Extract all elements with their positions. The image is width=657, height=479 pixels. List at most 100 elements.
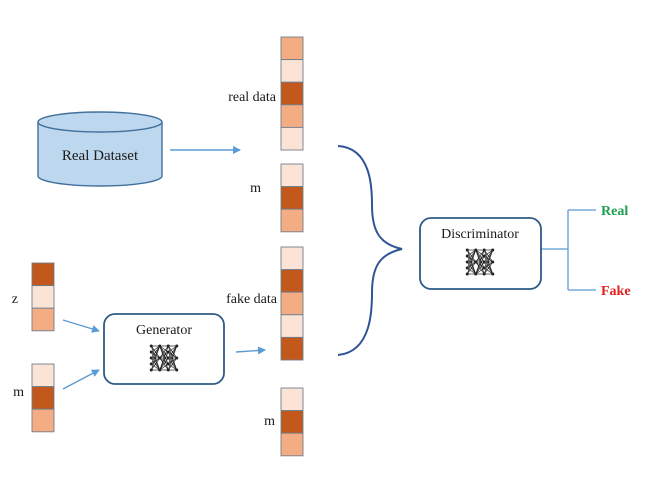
- nn-node: [465, 266, 469, 270]
- nn-edge: [150, 345, 161, 359]
- nn-node: [482, 272, 486, 276]
- real-output-label: Real: [601, 204, 628, 219]
- nn-edge: [475, 261, 485, 275]
- nn-node: [482, 266, 486, 270]
- nn-edge: [475, 255, 485, 263]
- vector-cell: [280, 246, 304, 271]
- nn-edge: [159, 351, 169, 371]
- nn-edge: [151, 357, 160, 365]
- vector-cell: [280, 432, 304, 457]
- nn-edge: [484, 261, 493, 269]
- vector-cell: [280, 269, 304, 293]
- vector-cell: [31, 408, 55, 433]
- vector-cell: [280, 314, 304, 338]
- nn-edge: [484, 249, 493, 257]
- vector-cell: [280, 186, 304, 210]
- nn-edge: [151, 345, 160, 353]
- fake-output-label: Fake: [601, 284, 631, 299]
- nn-node: [474, 272, 478, 276]
- arrows: [62, 146, 266, 390]
- discriminator-label: Discriminator: [441, 227, 519, 242]
- m-input-vector: [31, 363, 55, 433]
- nn-node: [175, 368, 179, 372]
- nn-edge: [466, 249, 477, 263]
- discriminator-network-icon: [465, 248, 495, 276]
- left-merge-brace: [337, 145, 403, 356]
- nn-node: [158, 356, 162, 360]
- nn-node: [465, 254, 469, 258]
- nn-node: [158, 368, 162, 372]
- nn-node: [149, 362, 153, 366]
- nn-node: [166, 344, 170, 348]
- nn-edge: [475, 255, 485, 275]
- m-top-vector: [280, 163, 304, 233]
- nn-edge: [159, 351, 169, 359]
- nn-node: [149, 356, 153, 360]
- nn-node: [149, 350, 153, 354]
- vector-cell: [280, 81, 304, 106]
- nn-node: [465, 248, 469, 252]
- nn-node: [166, 356, 170, 360]
- nn-edge: [159, 357, 169, 371]
- vector-cell: [31, 262, 55, 287]
- vector-cell: [280, 410, 304, 434]
- nn-edge: [159, 363, 169, 371]
- generator-to-fake-data-arrow: [235, 346, 266, 355]
- nn-node: [491, 248, 495, 252]
- real-data-vector: [280, 36, 304, 151]
- nn-node: [149, 344, 153, 348]
- nn-edge: [475, 249, 485, 275]
- fake-data-vector: [280, 246, 304, 361]
- real-dataset-cylinder: Real Dataset: [37, 111, 163, 187]
- vector-cell: [31, 307, 55, 332]
- vector-cell: [280, 104, 304, 128]
- nn-node: [482, 260, 486, 264]
- m-bottom-vector: [280, 387, 304, 457]
- vector-cell: [280, 291, 304, 316]
- discriminator-block: Discriminator: [419, 217, 542, 290]
- nn-node: [482, 248, 486, 252]
- nn-edge: [475, 249, 485, 263]
- vector-cell: [31, 363, 55, 388]
- m-input-label: m: [13, 385, 24, 400]
- nn-edge: [483, 249, 494, 263]
- nn-edge: [150, 357, 161, 371]
- nn-edge: [466, 249, 477, 275]
- nn-node: [166, 350, 170, 354]
- nn-node: [166, 368, 170, 372]
- nn-edge: [150, 345, 161, 371]
- nn-edge: [167, 345, 178, 371]
- fake-data-label: fake data: [226, 292, 278, 307]
- nn-edge: [475, 267, 485, 275]
- nn-node: [474, 260, 478, 264]
- nn-edge: [168, 345, 177, 353]
- vector-cell: [31, 285, 55, 309]
- generator-block: Generator: [103, 313, 225, 385]
- nn-edge: [483, 261, 494, 275]
- z-vector: [31, 262, 55, 332]
- nn-edge: [167, 357, 178, 371]
- nn-edge: [467, 249, 476, 257]
- vector-cell: [280, 36, 304, 61]
- nn-node: [149, 368, 153, 372]
- vector-cell: [280, 163, 304, 188]
- z-label: z: [12, 292, 18, 307]
- nn-node: [158, 344, 162, 348]
- nn-node: [491, 260, 495, 264]
- nn-node: [474, 248, 478, 252]
- m-to-generator-arrow: [62, 369, 100, 390]
- nn-node: [491, 272, 495, 276]
- nn-edge: [483, 249, 494, 275]
- nn-edge: [167, 345, 178, 359]
- nn-edge: [159, 345, 169, 371]
- m-bottom-label: m: [264, 414, 275, 429]
- vector-cell: [280, 387, 304, 412]
- nn-node: [175, 344, 179, 348]
- nn-node: [175, 356, 179, 360]
- generator-network-icon: [149, 344, 179, 372]
- output-split-brace: [541, 209, 596, 291]
- nn-edge: [466, 261, 477, 275]
- nn-edge: [159, 345, 169, 359]
